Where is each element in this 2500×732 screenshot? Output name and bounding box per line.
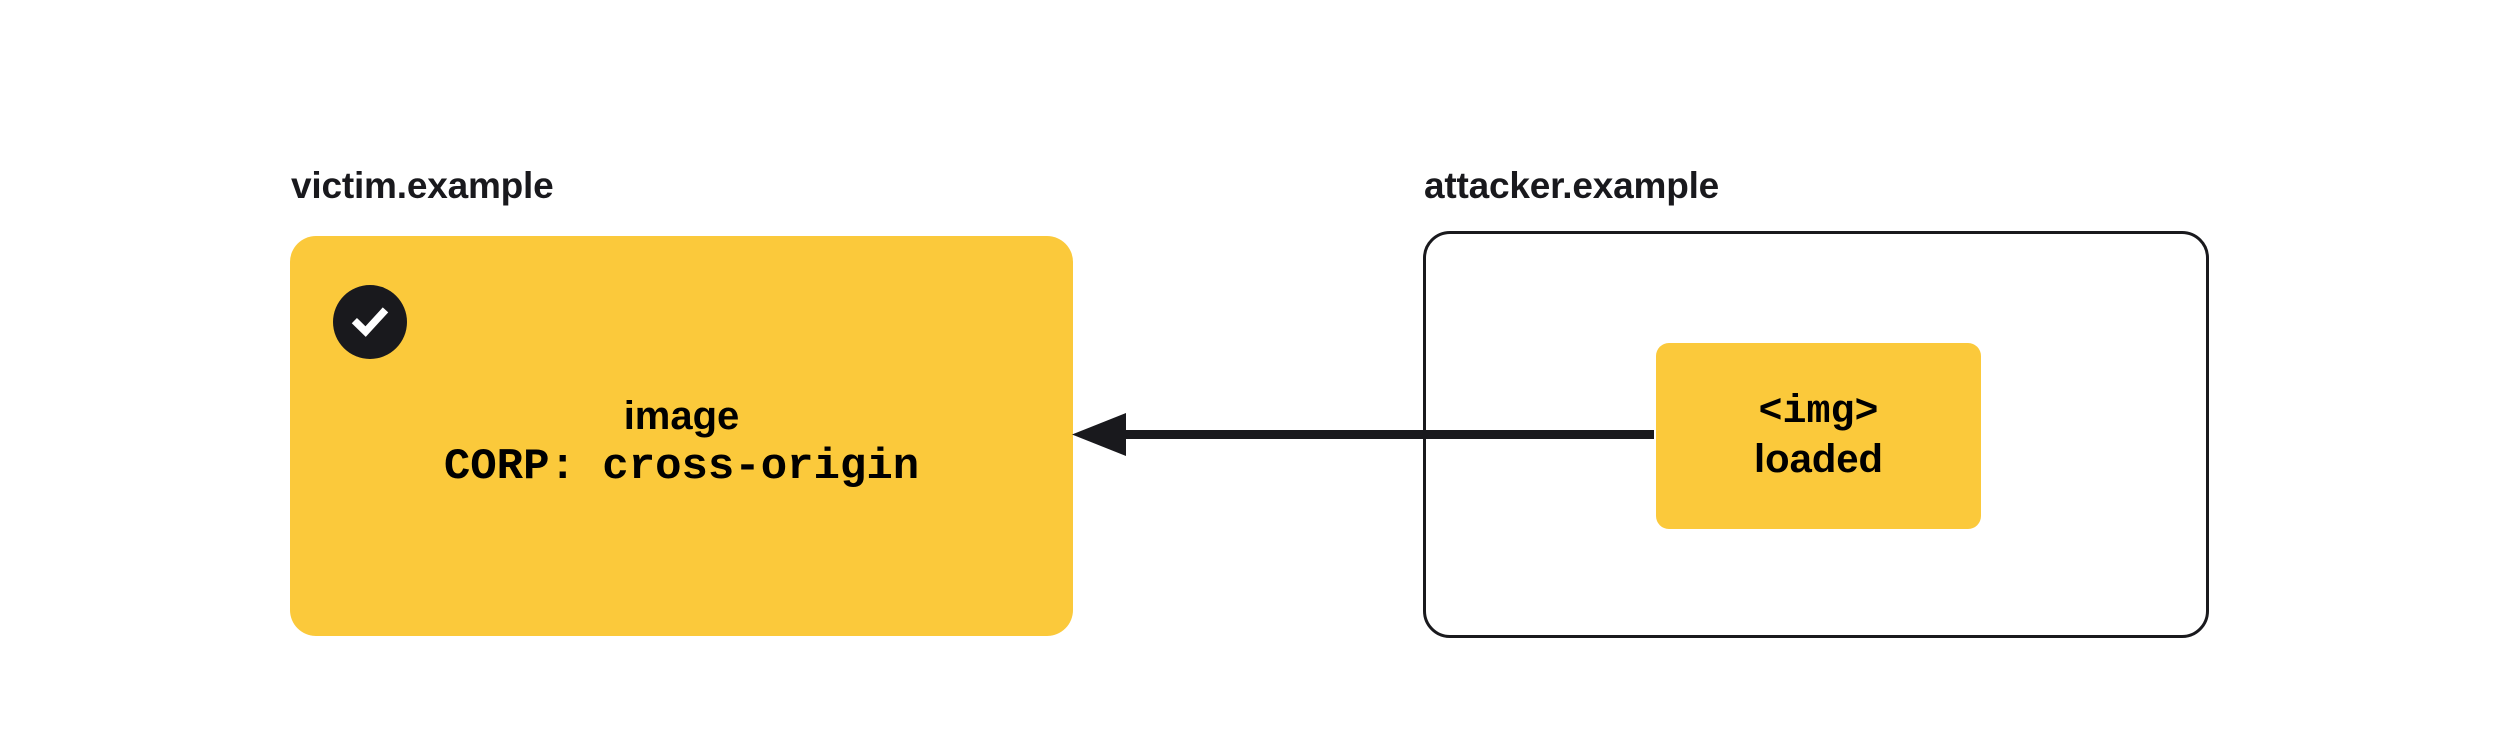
- attacker-zone-label: attacker.example: [1424, 165, 1720, 206]
- img-tag-label: <img>: [1758, 390, 1879, 435]
- attacker-page-panel: <img> loaded: [1423, 231, 2209, 638]
- victim-zone-label: victim.example: [291, 165, 554, 206]
- victim-resource-header: CORP: cross-origin: [443, 442, 920, 492]
- img-state-label: loaded: [1754, 437, 1883, 481]
- request-arrow: [1060, 404, 1660, 466]
- victim-resource-panel: image CORP: cross-origin: [290, 236, 1073, 636]
- img-element-chip: <img> loaded: [1656, 343, 1981, 529]
- victim-resource-name: image: [623, 394, 740, 438]
- victim-resource-text: image CORP: cross-origin: [290, 392, 1073, 494]
- check-circle-icon: [333, 285, 407, 359]
- left-arrow-icon: [1072, 413, 1654, 456]
